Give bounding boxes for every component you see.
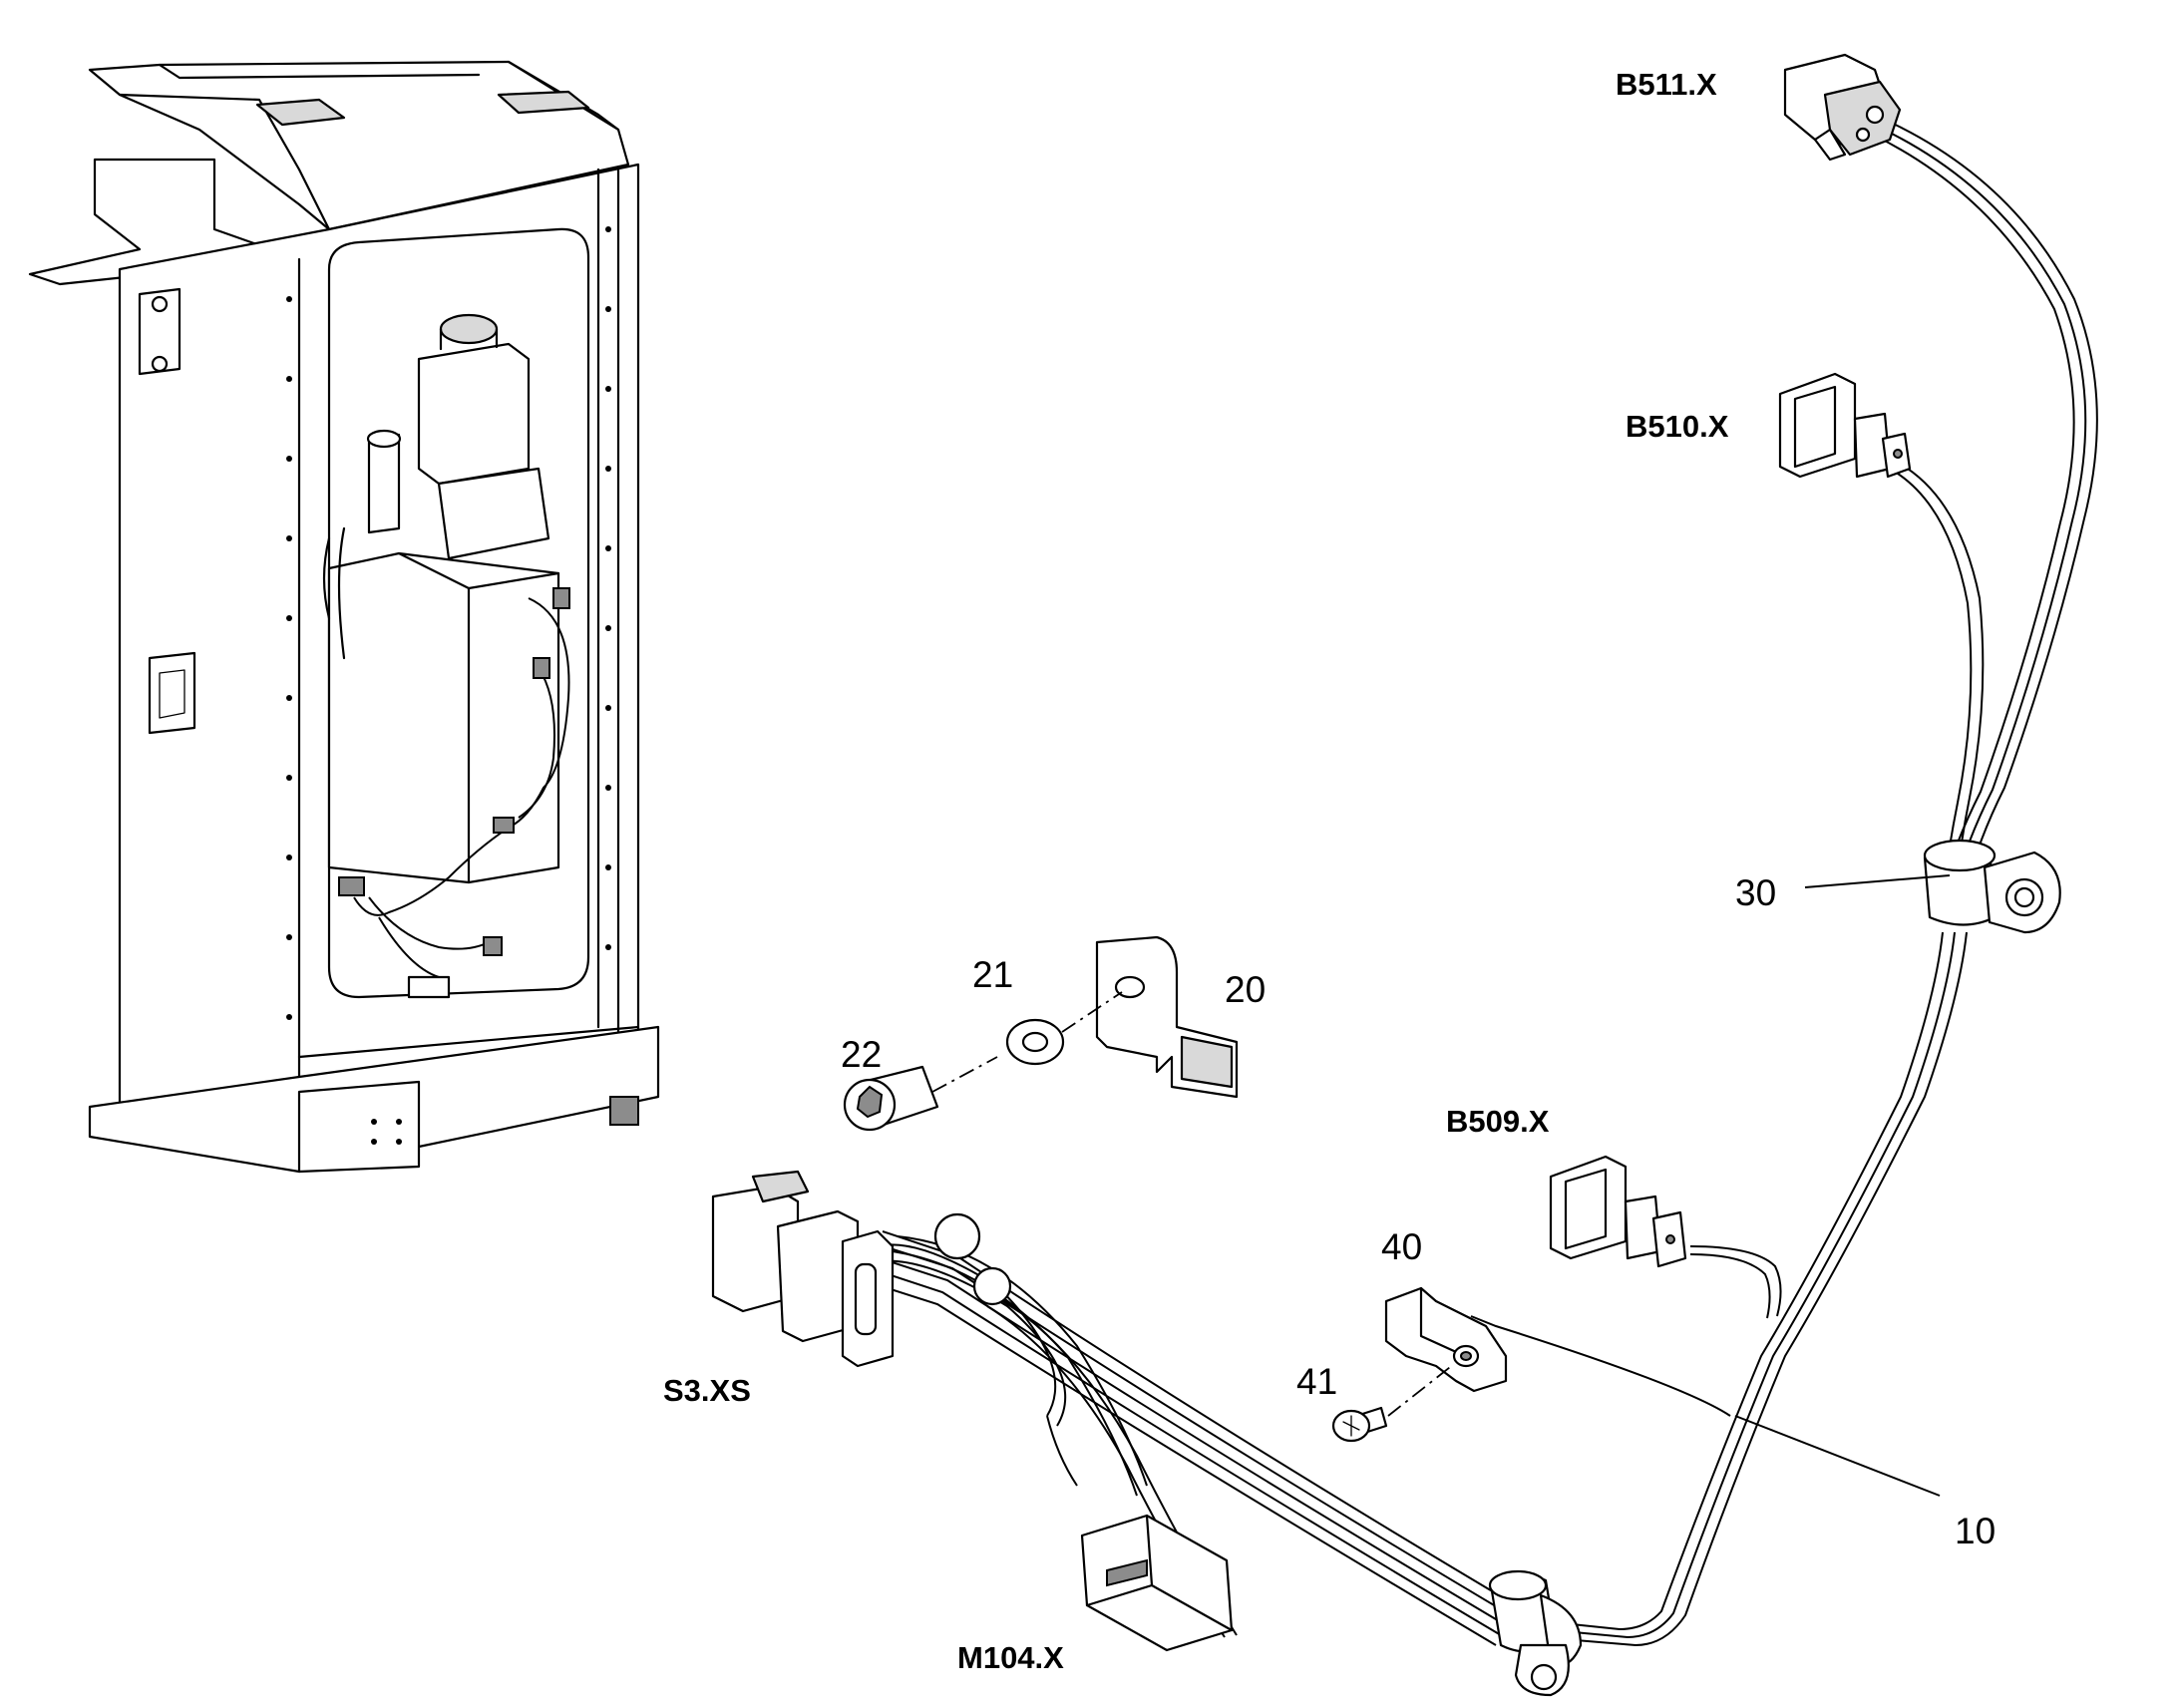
part-41-screw [1331, 1406, 1388, 1443]
harness-cables [865, 119, 2098, 1647]
connector-s3 [711, 1170, 1012, 1368]
callout-10: 10 [1955, 1511, 1996, 1551]
callout-41: 41 [1296, 1361, 1337, 1402]
connector-b509 [1549, 1155, 1687, 1268]
connector-m104 [1080, 1514, 1234, 1652]
connector-b510 [1778, 372, 1912, 479]
callout-30: 30 [1735, 872, 1776, 913]
cable-clip-bottom [1488, 1569, 1583, 1697]
callout-20: 20 [1225, 969, 1266, 1010]
leader-lines [1470, 874, 1951, 1497]
part-21-washer [1005, 1018, 1065, 1066]
part-22-bolt [843, 1065, 939, 1132]
connector-b511 [1783, 53, 1902, 162]
callout-21: 21 [972, 954, 1013, 995]
label-m104: M104.X [957, 1640, 1064, 1675]
part-40-bracket [1384, 1286, 1508, 1393]
part-20-bracket [1095, 935, 1239, 1099]
label-b510: B510.X [1626, 409, 1729, 444]
cable-clip-30 [1923, 839, 2061, 934]
callout-40: 40 [1381, 1226, 1422, 1267]
label-s3: S3.XS [663, 1373, 751, 1408]
cabinet-assembly [28, 60, 660, 1174]
callout-22: 22 [841, 1034, 882, 1075]
label-b509: B509.X [1446, 1104, 1550, 1139]
label-b511: B511.X [1616, 67, 1717, 102]
